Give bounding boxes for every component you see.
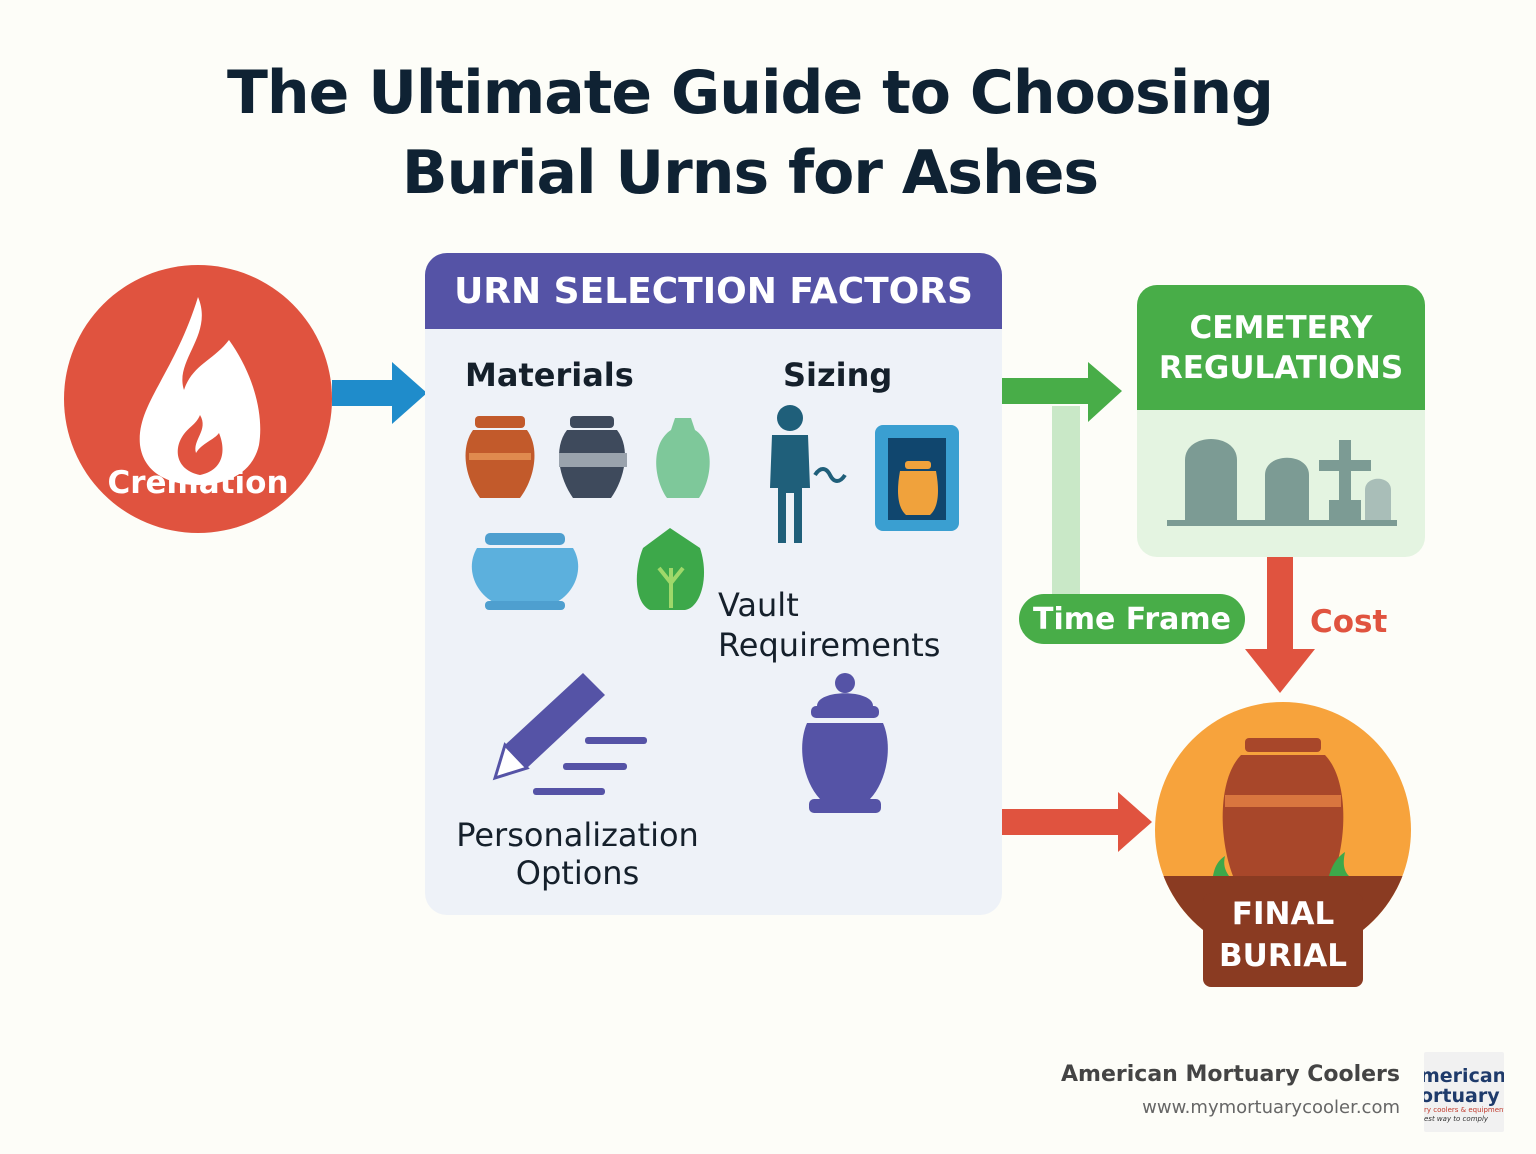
- cremation-circle: [64, 265, 332, 533]
- personalization-label-line2: Options: [515, 854, 640, 892]
- logo-line4: est way to comply: [1424, 1115, 1489, 1123]
- sizing-icon: [770, 405, 959, 543]
- brand-logo: merican ortuary ry coolers & equipment e…: [1424, 1052, 1504, 1132]
- gravestones-icon: [1167, 439, 1397, 526]
- vault-label-line2: Requirements: [718, 626, 941, 664]
- vault-urn-icon: [802, 673, 888, 813]
- materials-label: Materials: [465, 356, 634, 394]
- page-title-line2: Burial Urns for Ashes: [401, 138, 1099, 208]
- logo-line3: ry coolers & equipment: [1424, 1106, 1504, 1114]
- final-burial-line1: FINAL: [1231, 896, 1335, 932]
- cemetery-header-line2: REGULATIONS: [1158, 349, 1404, 386]
- arrow-panel-to-burial: [1002, 792, 1152, 852]
- page-title-line1: The Ultimate Guide to Choosing: [226, 58, 1274, 128]
- vault-label-line1: Vault: [718, 586, 799, 624]
- logo-line1: merican: [1424, 1065, 1504, 1087]
- final-burial-line2: BURIAL: [1219, 938, 1347, 974]
- cemetery-header: CEMETERY REGULATIONS: [1137, 285, 1425, 410]
- personalization-label-line1: Personalization: [456, 816, 699, 854]
- panel-header: URN SELECTION FACTORS: [425, 253, 1002, 329]
- pen-icon: [492, 673, 647, 795]
- brand-url: www.mymortuarycooler.com: [1142, 1097, 1400, 1118]
- materials-urns-icon: [465, 416, 710, 610]
- cost-label: Cost: [1310, 604, 1388, 640]
- time-frame-pill: Time Frame: [1019, 594, 1245, 644]
- flame-icon: [139, 297, 261, 485]
- cemetery-regulations-box: CEMETERY REGULATIONS: [1137, 285, 1425, 557]
- cremation-label: Cremation: [107, 465, 289, 501]
- brand-name: American Mortuary Coolers: [1061, 1062, 1400, 1087]
- sizing-label: Sizing: [783, 356, 893, 394]
- arrow-to-cemetery: [1002, 362, 1122, 602]
- final-burial-label: FINAL BURIAL: [1203, 893, 1363, 987]
- arrow-to-factors: [332, 362, 427, 424]
- urn-selection-panel: URN SELECTION FACTORS Materials Sizing V…: [425, 253, 1002, 915]
- logo-line2: ortuary: [1424, 1085, 1500, 1107]
- cemetery-header-line1: CEMETERY: [1189, 309, 1373, 346]
- arrow-to-final-burial: [1245, 557, 1315, 693]
